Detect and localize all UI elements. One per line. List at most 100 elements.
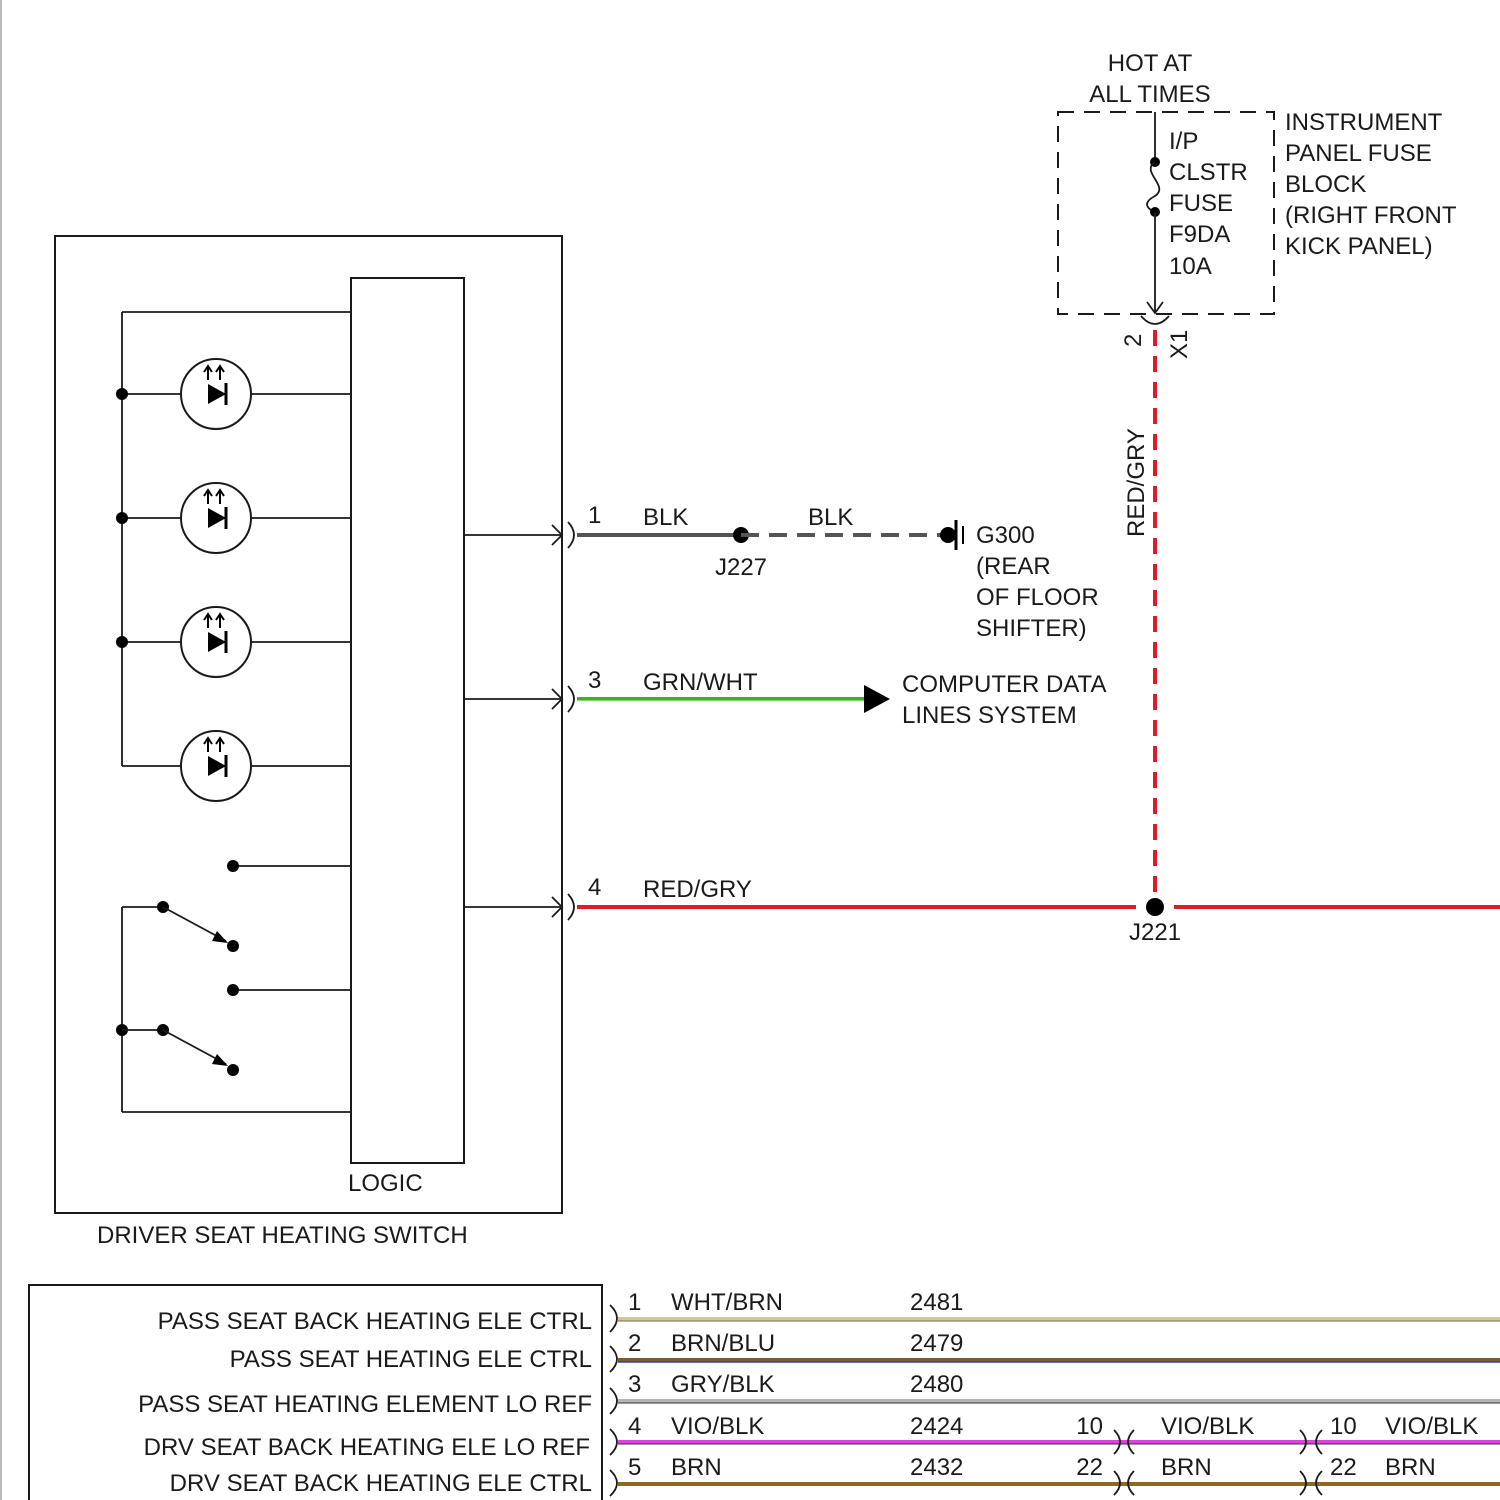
splice-j221-label: J221 (1129, 919, 1181, 946)
row-1-pin: 1 (628, 1289, 641, 1316)
table-row: PASS SEAT HEATING ELEMENT LO REF 3 GRY/B… (138, 1371, 1500, 1418)
indicator-led-4 (122, 731, 351, 801)
fuse-block: HOT AT ALL TIMES I/P CLSTR FUSE F9DA 10A… (1058, 50, 1457, 314)
switch-2-contact (227, 1064, 239, 1076)
row-2-wire: BRN/BLU (671, 1330, 775, 1357)
row-4-wire: VIO/BLK (671, 1413, 764, 1440)
pin-4-connector-icon (568, 894, 574, 920)
circuit-pin-3: 3 GRN/WHT COMPUTER DATA LINES SYSTEM (568, 667, 1106, 729)
block-label-line-1: INSTRUMENT (1285, 109, 1443, 136)
ground-location-line-1: (REAR (976, 553, 1051, 580)
fuse-label-line-4: F9DA (1169, 221, 1230, 248)
indicator-led-1 (116, 359, 351, 429)
splice-j227-label: J227 (715, 554, 767, 581)
row-1-circuit: 2481 (910, 1289, 963, 1316)
row-5-inline-pin-2: 22 (1330, 1454, 1357, 1481)
connector-x1-id: X1 (1166, 330, 1193, 359)
pin-4-number: 4 (588, 874, 601, 901)
wire-label-red-gry: RED/GRY (643, 876, 752, 903)
wire-label-grn-wht: GRN/WHT (643, 669, 758, 696)
table-row: PASS SEAT BACK HEATING ELE CTRL 1 WHT/BR… (158, 1289, 1500, 1335)
row-1-wire: WHT/BRN (671, 1289, 783, 1316)
wire-label-blk-2: BLK (808, 504, 853, 531)
row-3-connector-icon (610, 1388, 617, 1414)
led-1-junction (116, 388, 128, 400)
pin-3-connector-icon (568, 686, 574, 712)
row-4-connector-icon (610, 1429, 617, 1455)
hot-label-line-2: ALL TIMES (1089, 81, 1210, 108)
row-2-pin: 2 (628, 1330, 641, 1357)
switch-outline (55, 236, 562, 1213)
fuse-icon (1147, 162, 1159, 212)
row-4-inline-pin-1: 10 (1076, 1413, 1103, 1440)
driver-seat-heating-switch: LOGIC DRIVER SEAT HEATING SWITCH (55, 236, 562, 1249)
block-label-line-2: PANEL FUSE (1285, 140, 1432, 167)
circuit-pin-1: 1 BLK J227 BLK G300 (REAR OF FLOOR SHIFT… (568, 502, 1099, 642)
switch-title: DRIVER SEAT HEATING SWITCH (97, 1222, 468, 1249)
table-row: PASS SEAT HEATING ELE CTRL 2 BRN/BLU 247… (230, 1330, 1500, 1373)
fuse-label-line-5: 10A (1169, 253, 1212, 280)
pin-3-number: 3 (588, 667, 601, 694)
row-3-wire: GRY/BLK (671, 1371, 775, 1398)
hot-label-line-1: HOT AT (1108, 50, 1193, 77)
row-2-connector-icon (610, 1346, 617, 1372)
row-4-inline-wire-1: VIO/BLK (1161, 1413, 1254, 1440)
fuse-label-line-1: I/P (1169, 128, 1198, 155)
data-lines-arrow-icon (864, 685, 890, 713)
row-5-connector-icon (610, 1470, 617, 1496)
logic-block (351, 278, 464, 1163)
row-1-connector-icon (610, 1305, 617, 1332)
switch-2-arrow-icon (212, 1054, 228, 1066)
row-2-circuit: 2479 (910, 1330, 963, 1357)
row-4-circuit: 2424 (910, 1413, 963, 1440)
row-5-inline-pin-1: 22 (1076, 1454, 1103, 1481)
block-label-line-3: BLOCK (1285, 171, 1366, 198)
switch-1-arrow-icon (212, 931, 228, 943)
splice-j221 (1146, 898, 1164, 916)
fuse-label-line-2: CLSTR (1169, 159, 1248, 186)
block-label-line-4: (RIGHT FRONT (1285, 202, 1457, 229)
row-5-wire: BRN (671, 1454, 722, 1481)
logic-label: LOGIC (348, 1170, 423, 1197)
row-4-pin: 4 (628, 1413, 641, 1440)
row-3-pin: 3 (628, 1371, 641, 1398)
row-1-function: PASS SEAT BACK HEATING ELE CTRL (158, 1308, 592, 1335)
row-5-function: DRV SEAT BACK HEATING ELE CTRL (170, 1470, 592, 1497)
destination-line-1: COMPUTER DATA (902, 671, 1106, 698)
fuse-label-line-3: FUSE (1169, 190, 1233, 217)
wire-label-blk-1: BLK (643, 504, 688, 531)
indicator-led-3 (116, 607, 351, 677)
logic-outputs (464, 525, 562, 917)
row-3-circuit: 2480 (910, 1371, 963, 1398)
contact-2-terminal (227, 984, 239, 996)
destination-line-2: LINES SYSTEM (902, 702, 1077, 729)
row-5-circuit: 2432 (910, 1454, 963, 1481)
row-4-inline-pin-2: 10 (1330, 1413, 1357, 1440)
row-4-inline-wire-2: VIO/BLK (1385, 1413, 1478, 1440)
ground-g300-id: G300 (976, 522, 1035, 549)
seat-module-connector: PASS SEAT BACK HEATING ELE CTRL 1 WHT/BR… (29, 1285, 1500, 1500)
ground-location-line-2: OF FLOOR (976, 584, 1099, 611)
circuit-pin-4: 4 RED/GRY J221 (568, 874, 1500, 946)
row-3-function: PASS SEAT HEATING ELEMENT LO REF (138, 1391, 592, 1418)
switch-contacts (116, 860, 351, 1112)
block-label-line-5: KICK PANEL) (1285, 233, 1433, 260)
fuse-block-dashed-box (1058, 112, 1274, 314)
connector-x1-pin: 2 (1120, 334, 1147, 347)
pin-1-number: 1 (588, 502, 601, 529)
ground-g300-terminal (940, 527, 956, 543)
led-3-junction (116, 636, 128, 648)
switch-1-contact (227, 940, 239, 952)
row-5-pin: 5 (628, 1454, 641, 1481)
pin-1-connector-icon (568, 522, 574, 548)
connector-x1-icon (1141, 316, 1169, 324)
led-2-junction (116, 512, 128, 524)
ground-location-line-3: SHIFTER) (976, 615, 1087, 642)
table-row: DRV SEAT BACK HEATING ELE LO REF 4 VIO/B… (144, 1413, 1500, 1461)
row-2-function: PASS SEAT HEATING ELE CTRL (230, 1346, 592, 1373)
wire-label-red-gry-vertical: RED/GRY (1123, 428, 1150, 537)
contact-1-terminal (227, 860, 239, 872)
indicator-led-2 (116, 483, 351, 553)
row-4-function: DRV SEAT BACK HEATING ELE LO REF (144, 1434, 590, 1461)
